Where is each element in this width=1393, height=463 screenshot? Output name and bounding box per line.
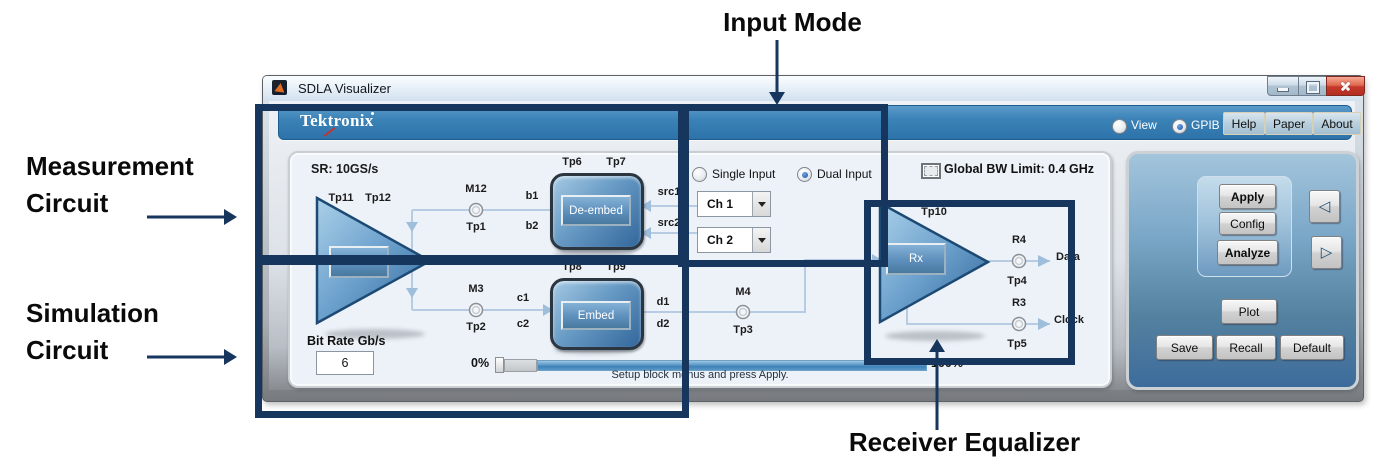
registered-mark-icon bbox=[371, 112, 374, 115]
deembed-button[interactable]: De-embed bbox=[561, 195, 631, 226]
progress-track bbox=[504, 359, 537, 372]
label-c2: c2 bbox=[516, 318, 530, 330]
label-b2: b2 bbox=[525, 220, 539, 232]
gpib-radio[interactable] bbox=[1172, 119, 1187, 134]
simulation-circuit-box bbox=[255, 258, 689, 418]
channel2-value: Ch 2 bbox=[707, 233, 734, 247]
dual-input-label: Dual Input bbox=[817, 167, 872, 181]
view-radio-label: View bbox=[1131, 118, 1157, 132]
arrow-left-icon: ◁ bbox=[1318, 198, 1331, 215]
prev-button[interactable]: ◁ bbox=[1309, 190, 1340, 223]
single-input-radio[interactable] bbox=[692, 167, 707, 182]
measurement-circuit-box bbox=[255, 104, 689, 262]
simulation-circuit-annotation: Simulation Circuit bbox=[26, 298, 159, 365]
receiver-equalizer-annotation: Receiver Equalizer bbox=[848, 427, 1081, 457]
receiver-equalizer-box bbox=[864, 200, 1075, 365]
bw-limit-icon[interactable] bbox=[921, 163, 941, 179]
apply-button[interactable]: Apply bbox=[1219, 184, 1276, 209]
title-bar[interactable] bbox=[263, 76, 1361, 101]
chevron-down-icon[interactable] bbox=[752, 192, 770, 216]
recall-button[interactable]: Recall bbox=[1216, 335, 1276, 360]
status-message: Setup block menus and press Apply. bbox=[611, 369, 789, 381]
paper-button[interactable]: Paper bbox=[1265, 112, 1313, 135]
arrow-right-icon: ▷ bbox=[1320, 244, 1333, 261]
config-button[interactable]: Config bbox=[1219, 212, 1276, 235]
label-m3: M3 bbox=[468, 283, 484, 295]
label-tp7: Tp7 bbox=[606, 156, 626, 168]
label-tp5: Tp5 bbox=[1007, 338, 1027, 350]
default-button[interactable]: Default bbox=[1280, 335, 1344, 360]
bitrate-input[interactable]: 6 bbox=[316, 351, 374, 375]
dual-input-radio[interactable] bbox=[797, 167, 812, 182]
label-src2: src2 bbox=[657, 217, 681, 229]
about-button[interactable]: About bbox=[1313, 112, 1361, 135]
minimize-icon bbox=[1277, 88, 1289, 92]
label-m4: M4 bbox=[735, 286, 751, 298]
bw-limit-label: Global BW Limit: 0.4 GHz bbox=[944, 162, 1095, 176]
sample-rate-label: SR: 10GS/s bbox=[311, 162, 379, 176]
label-tp3: Tp3 bbox=[733, 324, 753, 336]
maximize-icon bbox=[1306, 81, 1320, 94]
single-input-label: Single Input bbox=[712, 167, 776, 181]
save-button[interactable]: Save bbox=[1156, 335, 1213, 360]
measurement-arrowhead bbox=[224, 209, 237, 225]
matlab-icon bbox=[272, 80, 287, 95]
channel1-value: Ch 1 bbox=[707, 197, 734, 211]
window-title: SDLA Visualizer bbox=[298, 81, 391, 96]
tektronix-logo: Tektronix bbox=[300, 111, 374, 130]
maximize-button[interactable] bbox=[1298, 76, 1327, 96]
next-button[interactable]: ▷ bbox=[1311, 236, 1342, 269]
label-tp2: Tp2 bbox=[466, 321, 486, 333]
label-d2: d2 bbox=[656, 318, 670, 330]
view-radio[interactable] bbox=[1112, 119, 1127, 134]
input-mode-box bbox=[678, 104, 888, 267]
embed-button[interactable]: Embed bbox=[561, 301, 631, 330]
simulation-arrowhead bbox=[224, 349, 237, 365]
channel1-select[interactable]: Ch 1 bbox=[697, 191, 771, 217]
label-tp4: Tp4 bbox=[1007, 275, 1027, 287]
label-r4: R4 bbox=[1011, 234, 1027, 246]
channel2-select[interactable]: Ch 2 bbox=[697, 227, 771, 253]
analyze-button[interactable]: Analyze bbox=[1217, 240, 1278, 265]
progress-bar bbox=[537, 360, 927, 371]
label-tp6: Tp6 bbox=[562, 156, 582, 168]
progress-handle[interactable] bbox=[495, 357, 504, 373]
help-button[interactable]: Help bbox=[1223, 112, 1265, 135]
close-button[interactable] bbox=[1326, 76, 1365, 96]
label-b1: b1 bbox=[525, 190, 539, 202]
label-src1: src1 bbox=[657, 186, 681, 198]
label-tp1: Tp1 bbox=[466, 221, 486, 233]
label-c1: c1 bbox=[516, 292, 530, 304]
progress-start-label: 0% bbox=[471, 356, 490, 370]
gpib-radio-label: GPIB bbox=[1191, 118, 1220, 132]
chevron-down-icon[interactable] bbox=[752, 228, 770, 252]
label-m12: M12 bbox=[465, 183, 487, 195]
minimize-button[interactable] bbox=[1267, 76, 1299, 96]
measurement-circuit-annotation: Measurement Circuit bbox=[26, 151, 194, 218]
plot-button[interactable]: Plot bbox=[1221, 299, 1277, 324]
input-mode-annotation: Input Mode bbox=[723, 7, 862, 37]
